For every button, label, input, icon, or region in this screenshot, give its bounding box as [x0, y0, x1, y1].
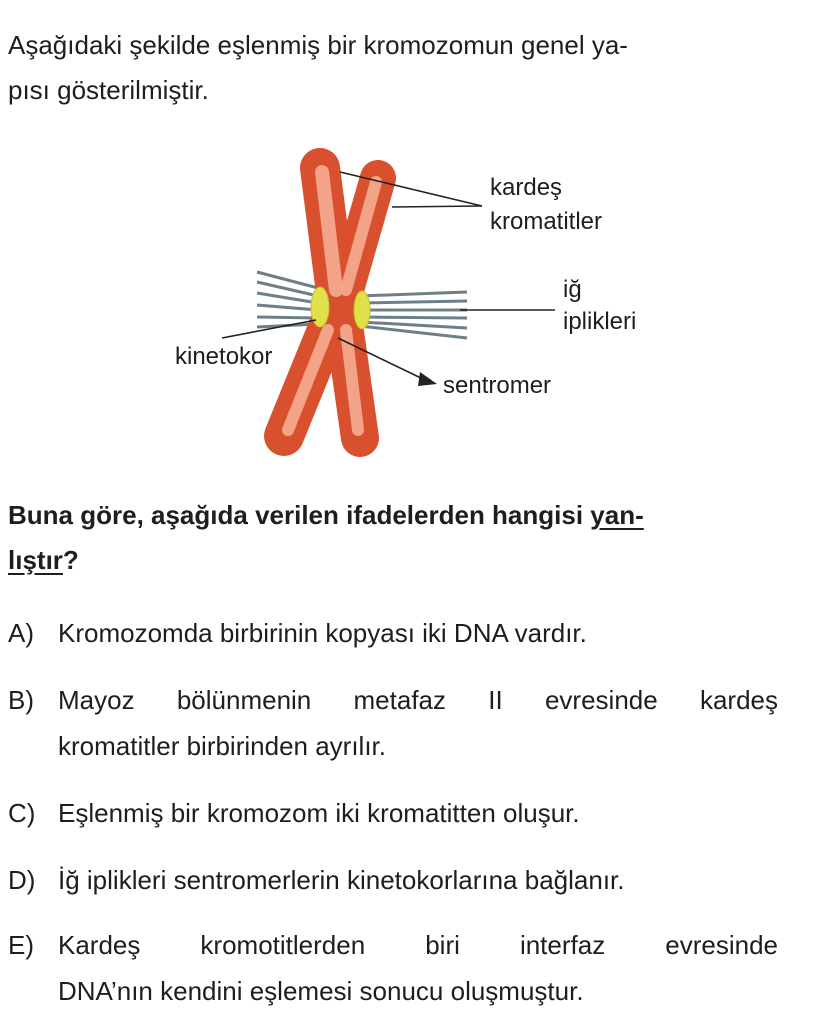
arrow-head-icon	[418, 372, 437, 386]
option-text-cont: DNA’nın kendini eşlemesi sonucu oluşmuşt…	[58, 976, 584, 1006]
intro-line-1: Aşağıdaki şekilde eşlenmiş bir kromozomu…	[8, 30, 628, 60]
spindle-fibers-right	[359, 290, 468, 340]
option-text: Kromozomda birbirinin kopyası iki DNA va…	[58, 618, 587, 648]
kinetochore-right	[353, 290, 371, 330]
intro-line-2: pısı gösterilmiştir.	[8, 75, 209, 105]
chromosome	[264, 148, 396, 457]
label-centromere: sentromer	[443, 372, 552, 399]
option-key: A)	[8, 618, 34, 648]
chromosome-figure	[221, 148, 555, 457]
label-spindle-1: iğ	[563, 276, 582, 303]
option-text: Eşlenmiş bir kromozom iki kromatitten ol…	[58, 798, 580, 828]
label-sister-chromatids-1: kardeş	[490, 174, 563, 201]
option-key: C)	[8, 798, 36, 828]
option-text: Mayoz bölünmenin metafaz II evresinde ka…	[58, 685, 778, 715]
option-a[interactable]: A) Kromozomda birbirinin kopyası iki DNA …	[8, 610, 778, 656]
option-text-cont: kromatitler birbirinden ayrılır.	[58, 731, 386, 761]
question-mark: ?	[62, 545, 79, 575]
label-spindle-2: iplikleri	[563, 308, 637, 335]
label-kinetochore: kinetokor	[175, 343, 273, 370]
option-e[interactable]: E) Kardeş kromotitlerden biri interfaz ev…	[8, 922, 778, 1014]
option-b[interactable]: B) Mayoz bölünmenin metafaz II evresinde …	[8, 677, 778, 769]
option-key: B)	[8, 685, 34, 715]
option-key: D)	[8, 865, 36, 895]
option-text: Kardeş kromotitlerden biri interfaz evre…	[58, 930, 778, 960]
question-emphasis: lıştır	[8, 545, 63, 575]
option-text: İğ iplikleri sentromerlerin kinetokorlar…	[58, 865, 625, 895]
option-c[interactable]: C) Eşlenmiş bir kromozom iki kromatitten …	[8, 790, 778, 836]
question-line-1: Buna göre, aşağıda verilen ifadelerden h…	[8, 500, 644, 530]
spindle-fibers-left	[256, 270, 319, 329]
question-emphasis: yan-	[590, 500, 644, 530]
question-line-2: lıştır?	[8, 545, 79, 575]
option-d[interactable]: D) İğ iplikleri sentromerlerin kinetokorl…	[8, 857, 778, 903]
label-sister-chromatids-2: kromatitler	[490, 208, 603, 235]
kinetochore-left	[310, 286, 330, 328]
question-text: Buna göre, aşağıda verilen ifadelerden h…	[8, 500, 591, 530]
option-key: E)	[8, 930, 34, 960]
